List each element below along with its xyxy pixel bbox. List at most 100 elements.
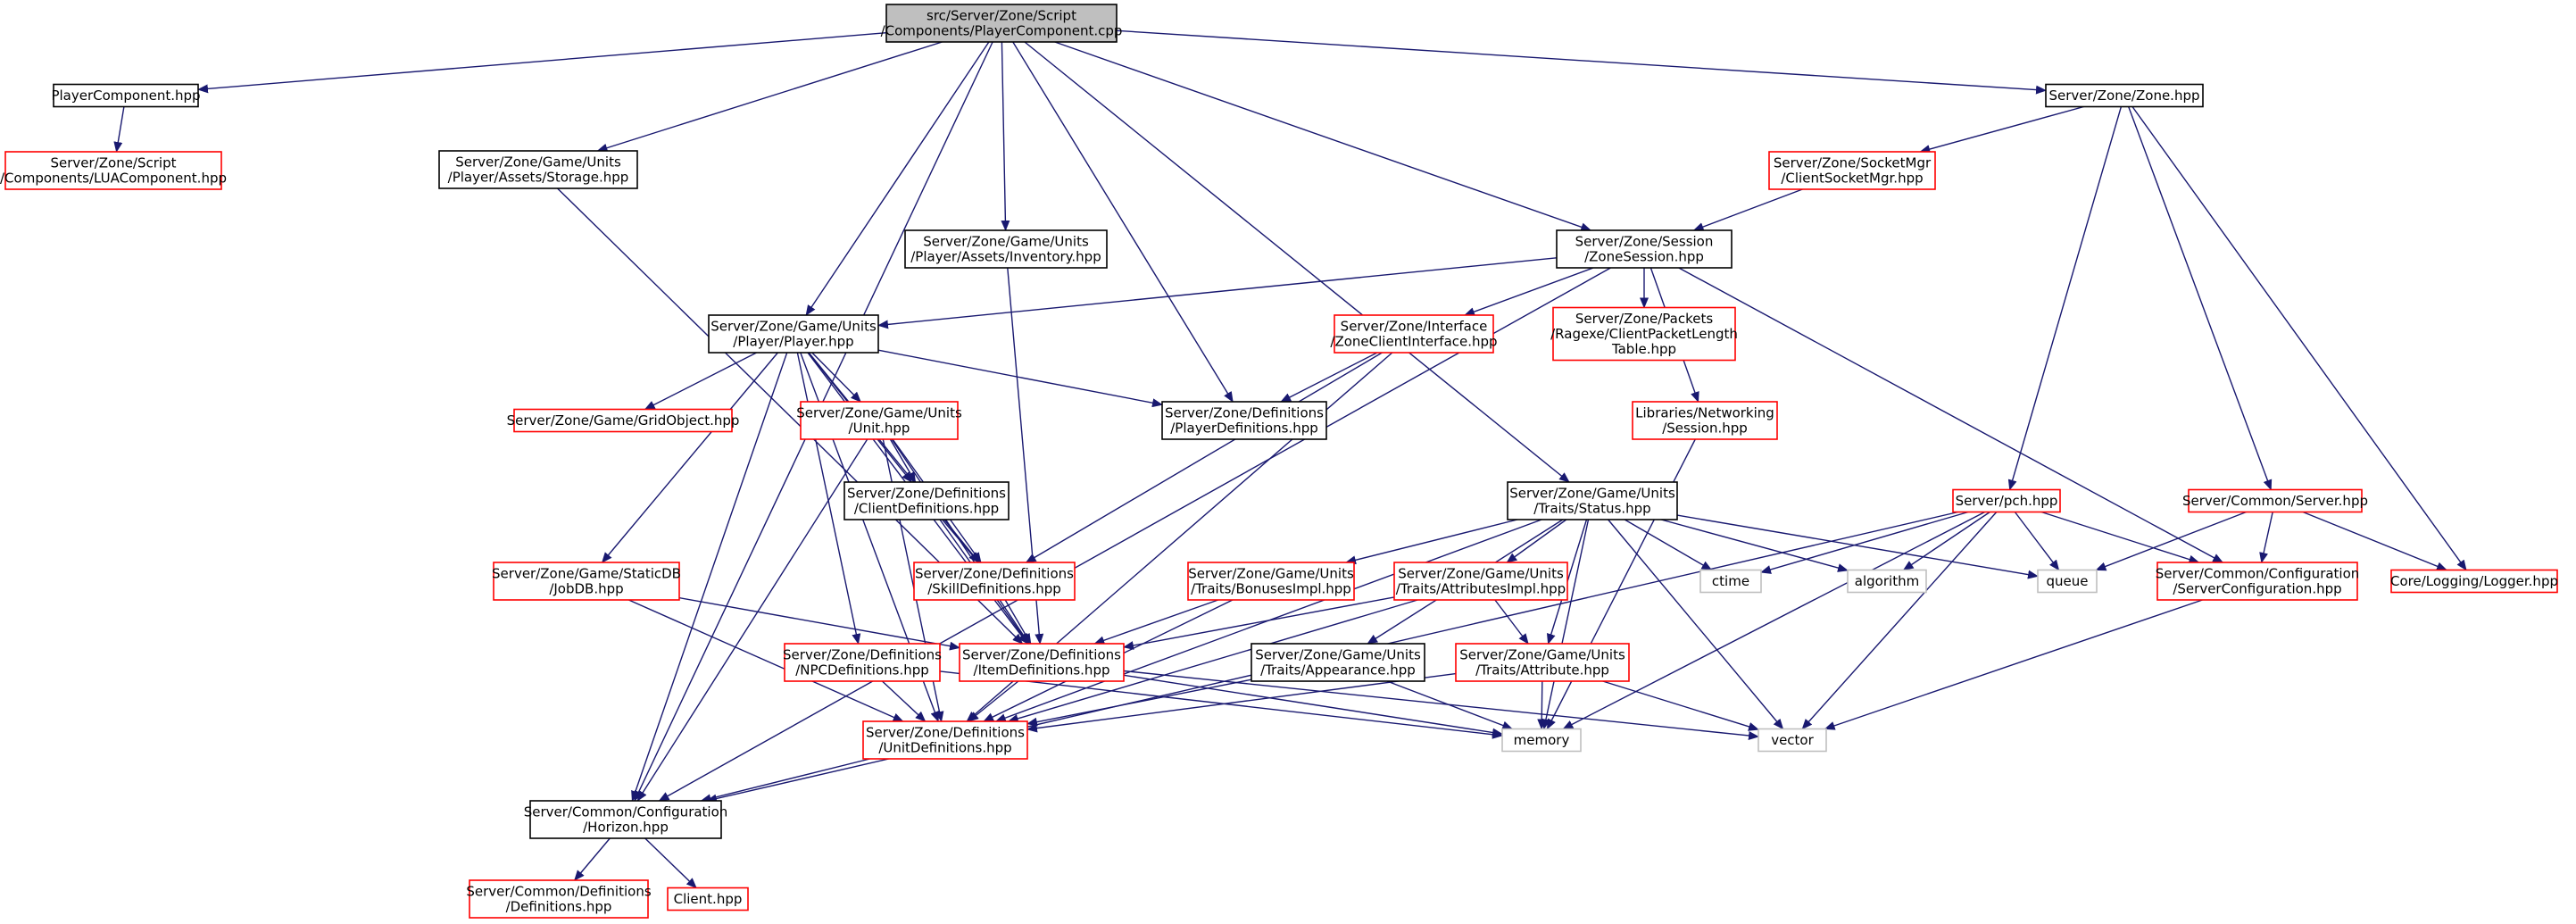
edge-status-hpp-to-attributesimpl-hpp <box>1506 519 1567 563</box>
node-gridobject-hpp[interactable]: Server/Zone/Game/GridObject.hpp <box>507 408 740 433</box>
node-label-line: memory <box>1514 732 1570 748</box>
edge-root-to-inventory-hpp <box>1001 41 1010 231</box>
node-unit-hpp[interactable]: Server/Zone/Game/Units/Unit.hpp <box>796 401 962 440</box>
edge-horizon-hpp-to-definitions-hpp <box>574 837 611 881</box>
node-label-line: /Player/Player.hpp <box>733 334 853 350</box>
node-box <box>1699 569 1762 594</box>
node-box <box>2188 488 2363 513</box>
node-label-line: vector <box>1771 732 1814 748</box>
edge-unit-hpp-to-horizon-hpp <box>636 438 868 802</box>
node-box <box>2045 83 2204 108</box>
node-inventory-hpp[interactable]: Server/Zone/Game/Units/Player/Assets/Inv… <box>904 229 1108 269</box>
node-logger-hpp[interactable]: Core/Logging/Logger.hpp <box>2390 569 2558 594</box>
edge-root-to-zonesession-hpp <box>1054 41 1592 232</box>
node-playerdefinitions-hpp[interactable]: Server/Zone/Definitions/PlayerDefinition… <box>1161 401 1327 440</box>
node-bonusesimpl-hpp[interactable]: Server/Zone/Game/Units/Traits/BonusesImp… <box>1187 562 1355 601</box>
node-skilldefinitions-hpp[interactable]: Server/Zone/Definitions/SkillDefinitions… <box>913 562 1076 601</box>
node-label-line: /Traits/Attribute.hpp <box>1475 662 1609 678</box>
node-box <box>913 562 1076 601</box>
node-zonesession-hpp[interactable]: Server/Zone/Session/ZoneSession.hpp <box>1556 229 1733 269</box>
node-label-line: /JobDB.hpp <box>549 581 623 597</box>
node-box <box>885 4 1118 43</box>
edge-npcdefinitions-hpp-to-memory <box>939 670 1503 739</box>
node-box <box>959 643 1125 682</box>
node-label-line: /ClientDefinitions.hpp <box>854 501 999 517</box>
node-label-line: Server/Zone/Definitions <box>847 486 1006 502</box>
node-box <box>1507 481 1678 520</box>
edge-root-to-storage-hpp <box>596 41 943 153</box>
edge-zonesession-hpp-to-serverconfiguration-hpp <box>1678 267 2224 563</box>
node-definitions-hpp[interactable]: Server/Common/Definitions/Definitions.hp… <box>466 879 652 919</box>
node-label-line: Client.hpp <box>674 891 743 907</box>
node-storage-hpp[interactable]: Server/Zone/Game/Units/Player/Assets/Sto… <box>438 150 638 189</box>
node-label-line: Libraries/Networking <box>1635 405 1774 421</box>
edge-pch-hpp-to-queue <box>2014 512 2060 571</box>
node-status-hpp[interactable]: Server/Zone/Game/Units/Traits/Status.hpp <box>1507 481 1678 520</box>
node-player-hpp[interactable]: Server/Zone/Game/Units/Player/Player.hpp <box>708 314 879 354</box>
node-label-line: algorithm <box>1855 573 1919 589</box>
node-client-hpp[interactable]: Client.hpp <box>667 887 749 912</box>
edge-itemdefinitions-hpp-to-memory <box>1123 674 1503 737</box>
node-label-line: Server/Zone/Game/Units <box>710 319 877 335</box>
node-label-line: /PlayerDefinitions.hpp <box>1170 420 1318 437</box>
edge-attributesimpl-hpp-to-attribute-hpp <box>1494 599 1529 645</box>
node-attributesimpl-hpp[interactable]: Server/Zone/Game/Units/Traits/Attributes… <box>1393 562 1568 601</box>
node-label-line: Server/Zone/Zone.hpp <box>2049 87 2200 104</box>
node-box <box>438 150 638 189</box>
node-playercomponent-hpp[interactable]: PlayerComponent.hpp <box>51 83 201 108</box>
node-label-line: /Components/LUAComponent.hpp <box>0 171 227 187</box>
node-label-line: /Traits/BonusesImpl.hpp <box>1191 581 1351 597</box>
node-clientpacketlengthtable-hpp[interactable]: Server/Zone/Packets/Ragexe/ClientPacketL… <box>1550 306 1738 362</box>
node-label-line: Server/Zone/Game/Units <box>1509 486 1675 502</box>
edges-layer <box>113 29 2467 889</box>
node-pch-hpp[interactable]: Server/pch.hpp <box>1952 488 2061 513</box>
edge-attribute-hpp-to-unitdefinitions-hpp <box>1026 672 1457 733</box>
edge-pch-hpp-to-memory <box>1562 511 1986 730</box>
edge-root-to-status-hpp <box>1024 41 1570 483</box>
node-label-line: Server/Common/Server.hpp <box>2182 493 2368 509</box>
node-label-line: Server/Zone/Game/GridObject.hpp <box>507 412 740 429</box>
node-attribute-hpp[interactable]: Server/Zone/Game/Units/Traits/Attribute.… <box>1455 643 1630 682</box>
node-networking-session-hpp[interactable]: Libraries/Networking/Session.hpp <box>1632 401 1778 440</box>
node-label-line: /NPCDefinitions.hpp <box>795 662 929 678</box>
node-label-line: Server/Zone/Definitions <box>962 647 1121 663</box>
node-zone-hpp[interactable]: Server/Zone/Zone.hpp <box>2045 83 2204 108</box>
node-box <box>53 83 199 108</box>
node-label-line: Server/pch.hpp <box>1956 493 2058 509</box>
node-zoneclientinterface-hpp[interactable]: Server/Zone/Interface/ZoneClientInterfac… <box>1330 314 1498 354</box>
node-jobdb-hpp[interactable]: Server/Zone/Game/StaticDB/JobDB.hpp <box>492 562 681 601</box>
node-label-line: /Traits/Appearance.hpp <box>1260 662 1416 678</box>
node-label-line: /ZoneSession.hpp <box>1584 249 1704 265</box>
node-unitdefinitions-hpp[interactable]: Server/Zone/Definitions/UnitDefinitions.… <box>862 720 1028 760</box>
node-box <box>784 643 941 682</box>
node-box <box>1187 562 1355 601</box>
edge-itemdefinitions-hpp-to-unitdefinitions-hpp <box>968 680 1019 722</box>
edge-status-hpp-to-vector <box>1608 519 1784 730</box>
edge-common-server-hpp-to-serverconfiguration-hpp <box>2259 512 2273 563</box>
edge-serverconfiguration-hpp-to-vector <box>1824 599 2203 730</box>
node-luacomponent-hpp[interactable]: Server/Zone/Script/Components/LUACompone… <box>0 151 227 190</box>
node-clientsocketmgr-hpp[interactable]: Server/Zone/SocketMgr/ClientSocketMgr.hp… <box>1768 151 1936 190</box>
edge-pch-hpp-to-ctime <box>1760 511 1969 574</box>
node-box <box>1847 569 1927 594</box>
node-clientdefinitions-hpp[interactable]: Server/Zone/Definitions/ClientDefinition… <box>843 481 1010 520</box>
edge-player-hpp-to-playerdefinitions-hpp <box>877 349 1163 408</box>
node-common-server-hpp[interactable]: Server/Common/Server.hpp <box>2182 488 2368 513</box>
node-label-line: /UnitDefinitions.hpp <box>878 740 1011 756</box>
node-label-line: Server/Zone/Session <box>1575 234 1714 250</box>
node-root[interactable]: src/Server/Zone/Script/Components/Player… <box>881 4 1123 43</box>
node-label-line: Server/Zone/Definitions <box>866 725 1025 741</box>
edge-player-hpp-to-gridobject-hpp <box>644 352 757 411</box>
edge-jobdb-hpp-to-itemdefinitions-hpp <box>678 596 960 651</box>
edge-attributesimpl-hpp-to-unitdefinitions-hpp <box>1007 599 1418 723</box>
node-box <box>1455 643 1630 682</box>
node-appearance-hpp[interactable]: Server/Zone/Game/Units/Traits/Appearance… <box>1251 643 1425 682</box>
node-horizon-hpp[interactable]: Server/Common/Configuration/Horizon.hpp <box>524 800 728 839</box>
edge-common-server-hpp-to-queue <box>2095 511 2247 571</box>
node-itemdefinitions-hpp[interactable]: Server/Zone/Definitions/ItemDefinitions.… <box>959 643 1125 682</box>
edge-player-hpp-to-jobdb-hpp <box>601 352 778 563</box>
node-npcdefinitions-hpp[interactable]: Server/Zone/Definitions/NPCDefinitions.h… <box>783 643 942 682</box>
node-serverconfiguration-hpp[interactable]: Server/Common/Configuration/ServerConfig… <box>2156 562 2360 601</box>
node-box <box>493 562 680 601</box>
node-box <box>1632 401 1778 440</box>
